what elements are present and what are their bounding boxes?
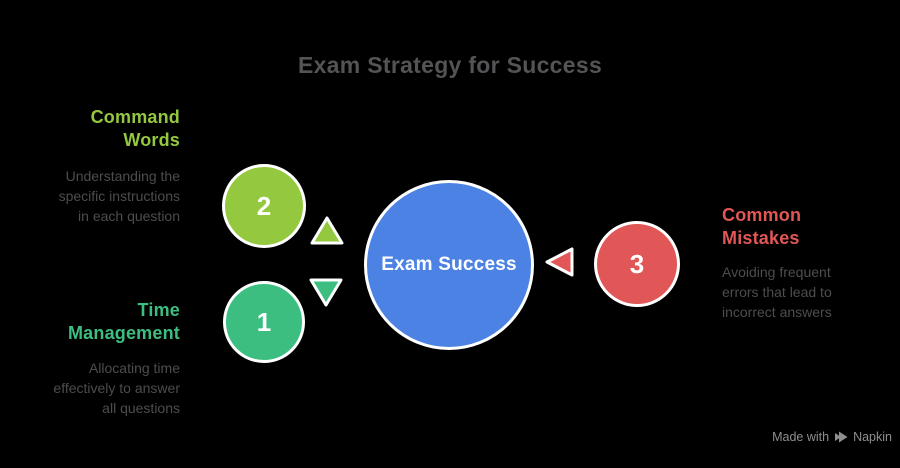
node-number: 2 xyxy=(256,190,272,221)
node-number: 1 xyxy=(256,306,272,337)
command-words-node-circle: 2 xyxy=(222,164,306,248)
napkin-logo-icon xyxy=(834,430,848,444)
node-number: 3 xyxy=(629,248,645,279)
common-mistakes-node-circle: 3 xyxy=(594,221,680,307)
center-label: Exam Success xyxy=(381,254,517,275)
arrow-up-icon xyxy=(309,214,345,247)
time-management-description: Allocating time effectively to answer al… xyxy=(53,360,180,416)
common-mistakes-heading: Common Mistakes xyxy=(722,205,802,248)
time-management-node-circle: 1 xyxy=(223,281,305,363)
common-mistakes-description: Avoiding frequent errors that lead to in… xyxy=(722,264,832,320)
exam-success-center-circle: Exam Success xyxy=(364,180,534,350)
watermark-brand: Napkin xyxy=(853,430,892,444)
arrow-left-icon xyxy=(543,245,577,279)
time-management-heading: Time Management xyxy=(67,300,180,343)
watermark-text: Made with xyxy=(772,430,830,444)
diagram-title: Exam Strategy for Success xyxy=(297,52,603,78)
command-words-heading: Command Words xyxy=(90,107,180,150)
command-words-description: Understanding the specific instructions … xyxy=(58,168,180,224)
arrow-down-icon xyxy=(308,276,344,309)
watermark: Made with Napkin xyxy=(772,430,892,444)
